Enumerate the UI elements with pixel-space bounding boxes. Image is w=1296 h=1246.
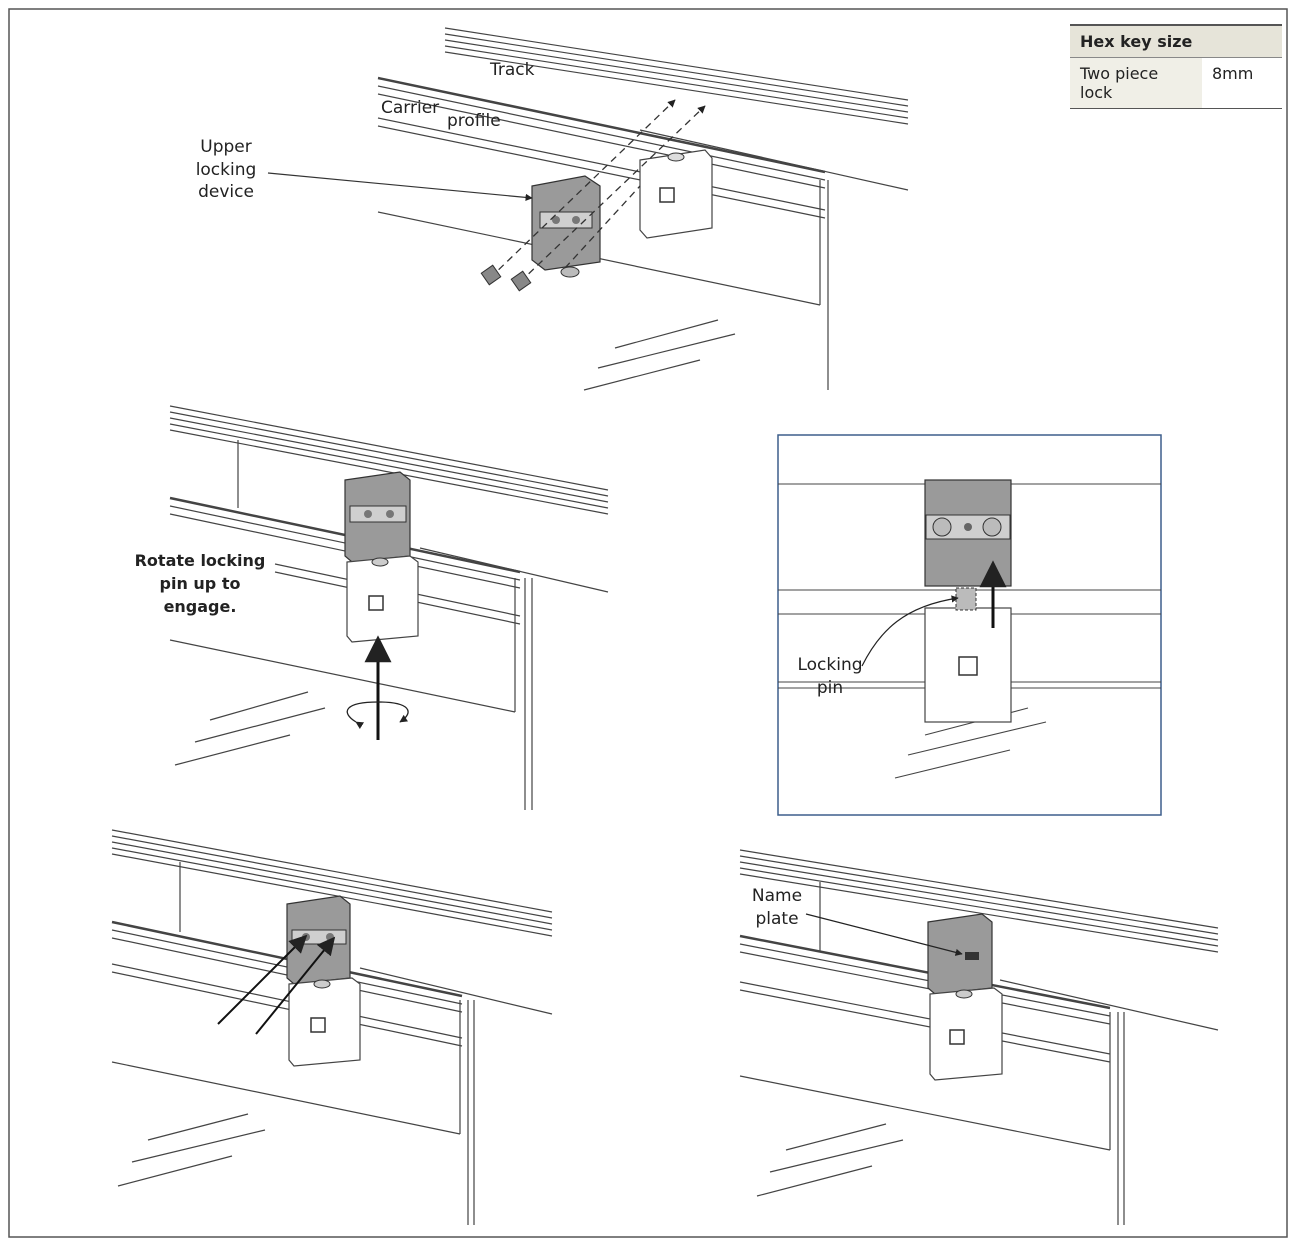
assembly-guides bbox=[489, 99, 706, 283]
rotate-instruction-3: engage. bbox=[164, 597, 237, 616]
name-plate-label-1: Name bbox=[752, 886, 802, 906]
hex-key-header: Hex key size bbox=[1070, 24, 1282, 58]
leader-upper-locking bbox=[267, 172, 533, 201]
locking-pin-label-2: pin bbox=[817, 678, 843, 698]
detail-carrier-block bbox=[924, 607, 1012, 723]
profile-label: profile bbox=[447, 111, 501, 131]
upper-locking-device bbox=[531, 175, 601, 271]
carrier-block-step3 bbox=[288, 977, 361, 1067]
step4-assembly bbox=[739, 849, 1219, 1225]
rotate-instruction-2: pin up to bbox=[160, 574, 241, 593]
carrier-block-step1 bbox=[639, 149, 713, 239]
upper-locking-label-3: device bbox=[198, 182, 254, 202]
hex-key-row-value: 8mm bbox=[1202, 57, 1282, 109]
name-plate-label-2: plate bbox=[755, 909, 798, 929]
hex-key-table: Hex key size Two piece lock 8mm bbox=[1070, 24, 1282, 109]
carrier-block-step2 bbox=[346, 555, 419, 643]
carrier-block-step4 bbox=[929, 987, 1003, 1081]
step1-assembly bbox=[377, 27, 909, 391]
detail-locking-device bbox=[924, 479, 1012, 587]
locking-pin bbox=[955, 587, 977, 611]
upper-locking-label-1: Upper bbox=[200, 137, 251, 157]
carrier-label: Carrier bbox=[381, 98, 439, 118]
locking-pin-label-1: Locking bbox=[797, 655, 862, 675]
screws bbox=[480, 264, 580, 292]
rotate-arrow bbox=[346, 701, 409, 730]
rotate-instruction-1: Rotate locking bbox=[135, 551, 266, 570]
hex-key-row-name: Two piece lock bbox=[1070, 57, 1202, 109]
locking-device-step3 bbox=[286, 895, 351, 985]
page-frame bbox=[8, 8, 1288, 1238]
step3-assembly bbox=[111, 829, 553, 1225]
screw-arrow-1 bbox=[217, 934, 308, 1025]
screw-arrow-2 bbox=[255, 936, 336, 1035]
leader-name-plate bbox=[805, 913, 963, 956]
upper-locking-label-2: locking bbox=[196, 160, 257, 180]
leader-locking-pin bbox=[861, 595, 959, 667]
locking-device-step2 bbox=[344, 471, 411, 563]
track-label: Track bbox=[489, 60, 535, 80]
name-plate bbox=[965, 952, 979, 960]
